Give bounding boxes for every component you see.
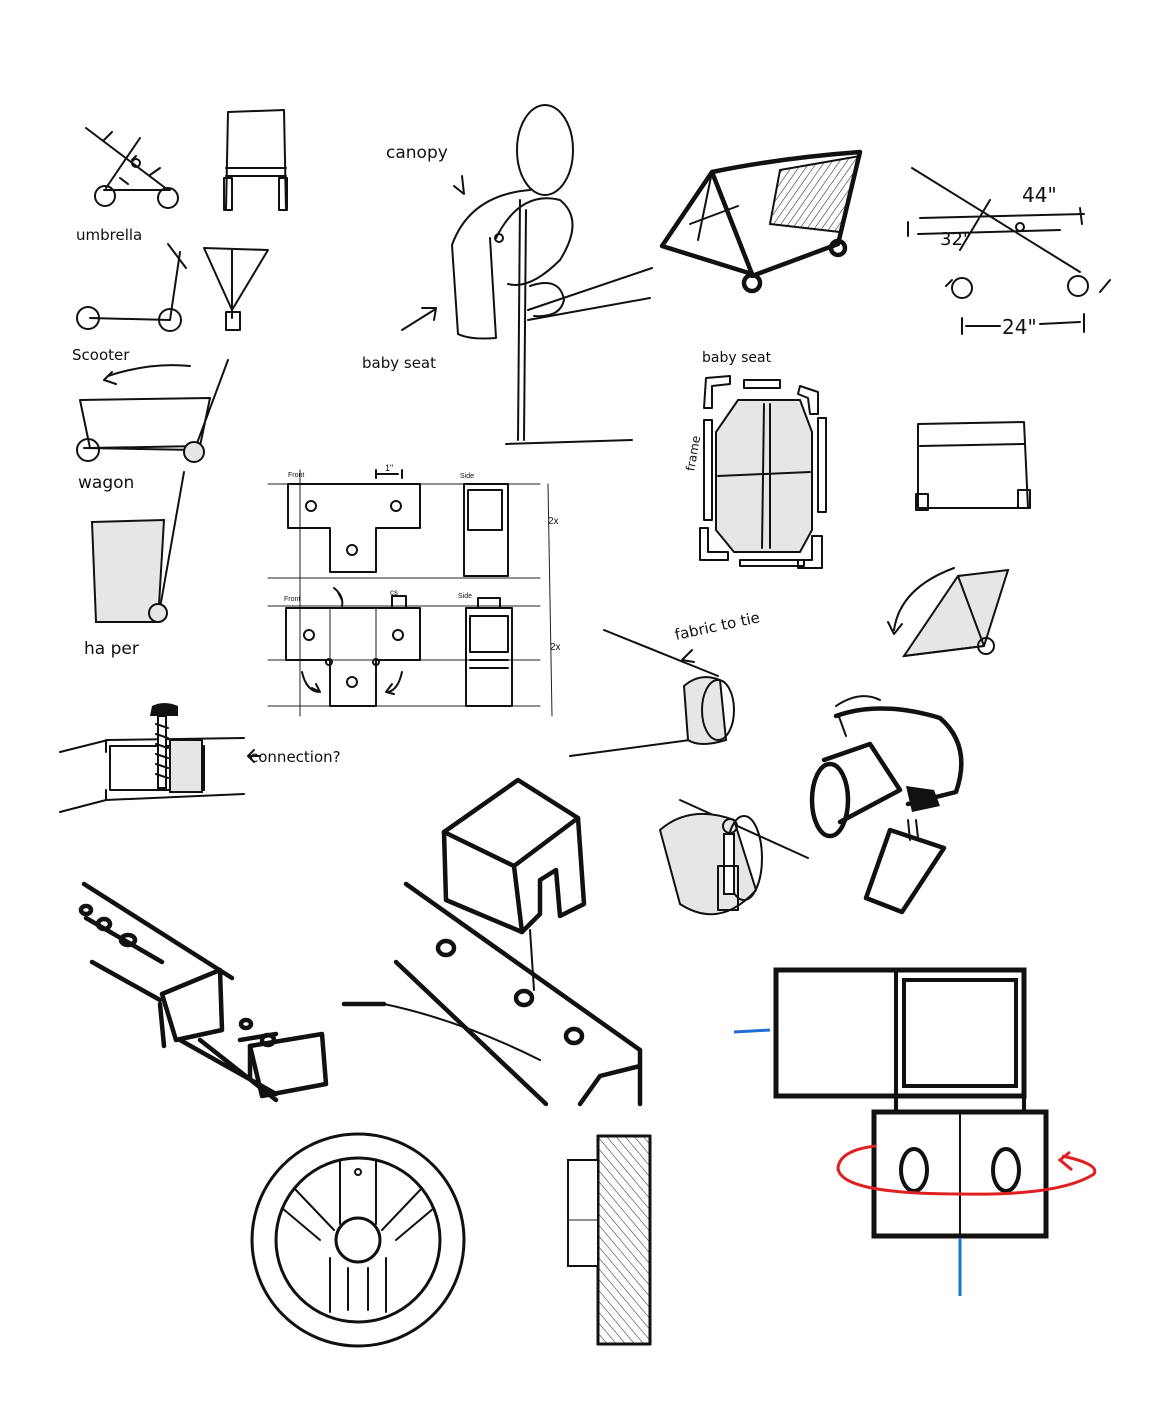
dim-32: 32" <box>940 229 971 250</box>
label-connection: connection? <box>250 748 341 766</box>
rotating-bracket-assembly <box>733 967 1097 1296</box>
wheel-sketch <box>250 1132 466 1348</box>
label-side-top: Side <box>460 473 474 480</box>
label-front-top: Front <box>288 472 304 479</box>
label-canopy: canopy <box>386 143 448 163</box>
chair-frame-sketch <box>223 109 288 211</box>
label-frame: frame <box>683 435 703 472</box>
wheel-side-sketch <box>567 1134 652 1346</box>
seat-bin-sketch <box>915 421 1031 511</box>
qty-bottom: 2x <box>550 642 561 653</box>
canopy-stroller-sketch <box>451 104 653 445</box>
label-baby-seat-top: baby seat <box>702 350 772 366</box>
tube-clamp-sketch <box>658 799 809 916</box>
pointer-arrow-icon <box>103 364 191 385</box>
dim-24: 24" <box>1002 315 1037 339</box>
label-fabric-tie: fabric to tie <box>673 608 761 644</box>
tee-connector-sketch <box>809 695 964 915</box>
arrow-up-right-icon <box>401 307 437 331</box>
umbrella-stroller-sketch <box>85 127 179 209</box>
bold-canopy-frame-sketch <box>659 149 863 294</box>
orthographic-drawings <box>267 469 553 717</box>
rail-left-sketch <box>78 881 329 1103</box>
arrow-left-icon <box>247 749 261 763</box>
rail-right-sketch <box>341 881 643 1107</box>
dim-1in: 1" <box>385 463 393 473</box>
dimensioned-stroller-sketch <box>907 167 1111 335</box>
connection-detail-sketch <box>59 703 245 813</box>
label-wagon: wagon <box>78 473 134 493</box>
folding-canopy-sketch <box>887 567 1010 658</box>
qty-top: 2x <box>548 516 559 527</box>
hamper-sketch <box>90 471 185 623</box>
label-scooter: Scooter <box>72 346 130 364</box>
rotation-arrow-icon <box>1057 1150 1073 1172</box>
label-baby-seat: baby seat <box>362 354 436 372</box>
bracket-block-sketch <box>441 777 587 991</box>
label-hamper: ha per <box>84 639 139 659</box>
label-cs: cs <box>390 588 398 597</box>
label-umbrella: umbrella <box>76 226 142 244</box>
dim-44: 44" <box>1022 183 1057 207</box>
label-front-bottom: Front <box>284 596 300 603</box>
fabric-tie-tube-sketch <box>569 629 735 757</box>
wagon-sketch <box>76 359 229 463</box>
scooter-sketch <box>76 243 269 332</box>
arrow-down-icon <box>453 175 465 195</box>
label-side-bottom: Side <box>458 593 472 600</box>
baby-seat-pattern-sketch <box>699 375 827 569</box>
